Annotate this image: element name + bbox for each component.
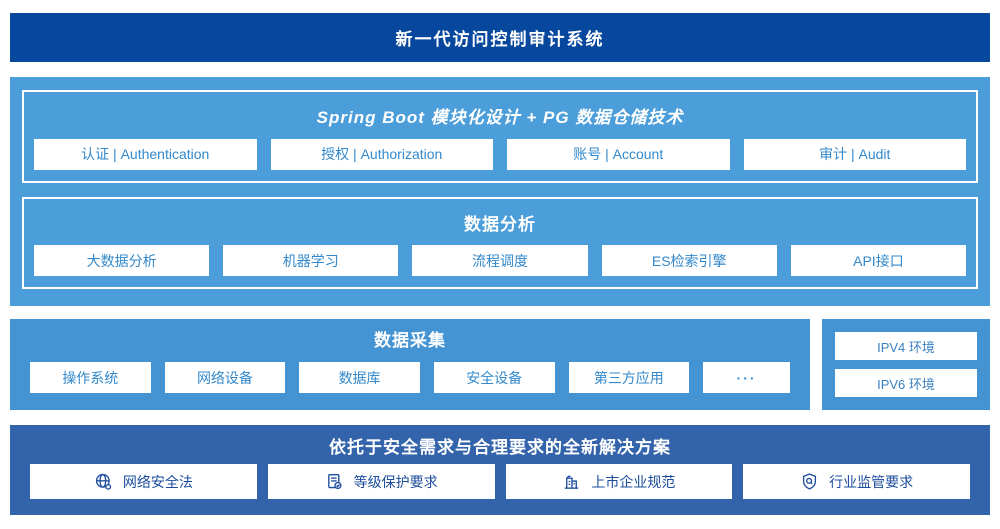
module-box-audit: 审计 | Audit (743, 138, 966, 170)
collection-row: 操作系统 网络设备 数据库 安全设备 第三方应用 ··· (10, 351, 810, 410)
collection-box-database: 数据库 (299, 362, 420, 393)
solution-box-label: 等级保护要求 (353, 473, 438, 490)
platform-section: Spring Boot 模块化设计 + PG 数据仓储技术 认证 | Authe… (10, 77, 990, 306)
solution-section: 依托于安全需求与合理要求的全新解决方案 网络安全法 (10, 425, 990, 515)
solution-title: 依托于安全需求与合理要求的全新解决方案 (329, 438, 671, 457)
env-panel: IPV4 环境 IPV6 环境 (822, 319, 990, 410)
module-box-authentication: 认证 | Authentication (34, 138, 257, 170)
collection-section: 数据采集 操作系统 网络设备 数据库 安全设备 第三方应用 ··· (10, 319, 810, 410)
analysis-box-es: ES检索引擎 (601, 245, 777, 277)
analysis-box-ml: 机器学习 (223, 245, 399, 277)
collection-box-security: 安全设备 (433, 362, 555, 393)
env-box-ipv6: IPV6 环境 (835, 369, 977, 397)
document-check-icon (325, 472, 344, 491)
collection-box-more: ··· (703, 362, 790, 393)
globe-icon (94, 472, 113, 491)
env-box-ipv4: IPV4 环境 (835, 332, 977, 360)
module-box-account: 账号 | Account (507, 138, 730, 170)
collection-box-os: 操作系统 (30, 362, 151, 393)
modules-row: 认证 | Authentication 授权 | Authorization 账… (24, 128, 976, 181)
solution-box-industry-regulation: 行业监管要求 (743, 464, 970, 499)
solution-box-label: 行业监管要求 (829, 473, 914, 490)
solution-box-label: 上市企业规范 (591, 473, 676, 490)
solution-box-cybersecurity-law: 网络安全法 (30, 464, 257, 499)
collection-title: 数据采集 (374, 331, 446, 350)
analysis-title: 数据分析 (464, 214, 536, 234)
modules-subsection: Spring Boot 模块化设计 + PG 数据仓储技术 认证 | Authe… (22, 90, 978, 183)
solution-box-label: 网络安全法 (122, 473, 193, 490)
solution-box-listed-company: 上市企业规范 (505, 464, 733, 499)
page-title: 新一代访问控制审计系统 (10, 13, 990, 62)
shield-search-icon (800, 472, 819, 491)
analysis-box-api: API接口 (790, 245, 967, 277)
analysis-row: 大数据分析 机器学习 流程调度 ES检索引擎 API接口 (24, 235, 976, 288)
building-icon (562, 472, 581, 491)
solution-row: 网络安全法 等级保护要求 (10, 458, 990, 515)
modules-title: Spring Boot 模块化设计 + PG 数据仓储技术 (316, 108, 684, 127)
analysis-box-bigdata: 大数据分析 (34, 245, 210, 277)
collection-box-thirdparty: 第三方应用 (568, 362, 690, 393)
analysis-subsection: 数据分析 大数据分析 机器学习 流程调度 ES检索引擎 API接口 (22, 196, 978, 289)
collection-box-network: 网络设备 (164, 362, 286, 393)
solution-box-classified-protection: 等级保护要求 (267, 464, 495, 499)
analysis-box-scheduling: 流程调度 (412, 245, 588, 277)
module-box-authorization: 授权 | Authorization (270, 138, 493, 170)
